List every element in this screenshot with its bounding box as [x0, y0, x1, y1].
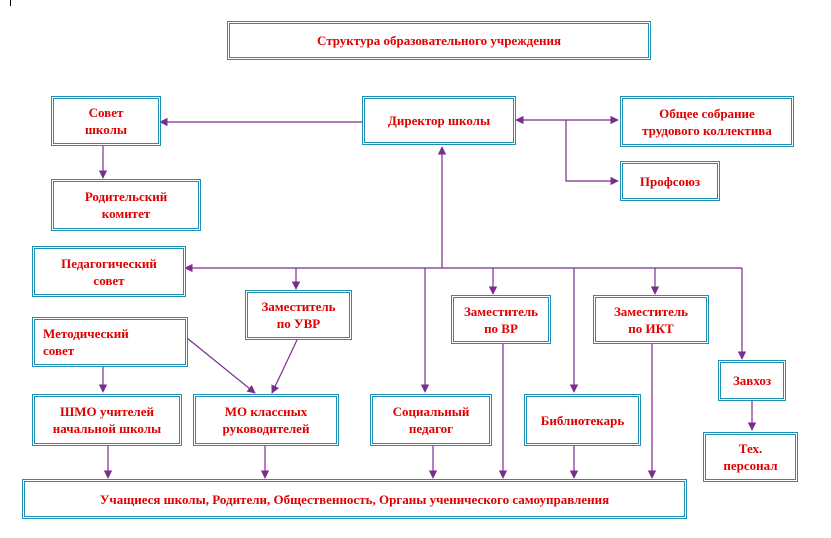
link-director-union [565, 120, 619, 186]
node-social-teacher: Социальный педагог [370, 394, 492, 446]
corner-mark [10, 0, 11, 6]
node-tech-staff: Тех. персонал [703, 432, 798, 482]
node-pedagogical-council: Педагогический совет [32, 246, 186, 297]
node-director: Директор школы [362, 96, 516, 145]
node-parents-committee: Родительский комитет [51, 179, 201, 231]
node-mo-class-teachers: МО классных руководителей [193, 394, 339, 446]
node-deputy-vr: Заместитель по ВР [451, 295, 551, 344]
node-shmo-primary: ШМО учителей начальной школы [32, 394, 182, 446]
link-methodical-mo [186, 337, 256, 394]
node-students-community: Учащиеся школы, Родители, Общественность… [22, 479, 687, 519]
node-general-meeting: Общее собрание трудового коллектива [620, 96, 794, 147]
node-supply-manager: Завхоз [718, 360, 786, 401]
node-deputy-uvr: Заместитель по УВР [245, 290, 352, 340]
node-librarian: Библиотекарь [524, 394, 641, 446]
node-deputy-ikt: Заместитель по ИКТ [593, 295, 709, 344]
node-union: Профсоюз [620, 161, 720, 201]
node-methodical-council: Методический совет [32, 317, 188, 367]
link-uvr-mo [271, 339, 298, 394]
node-school-council: Совет школы [51, 96, 161, 146]
diagram-title: Структура образовательного учреждения [227, 21, 651, 60]
